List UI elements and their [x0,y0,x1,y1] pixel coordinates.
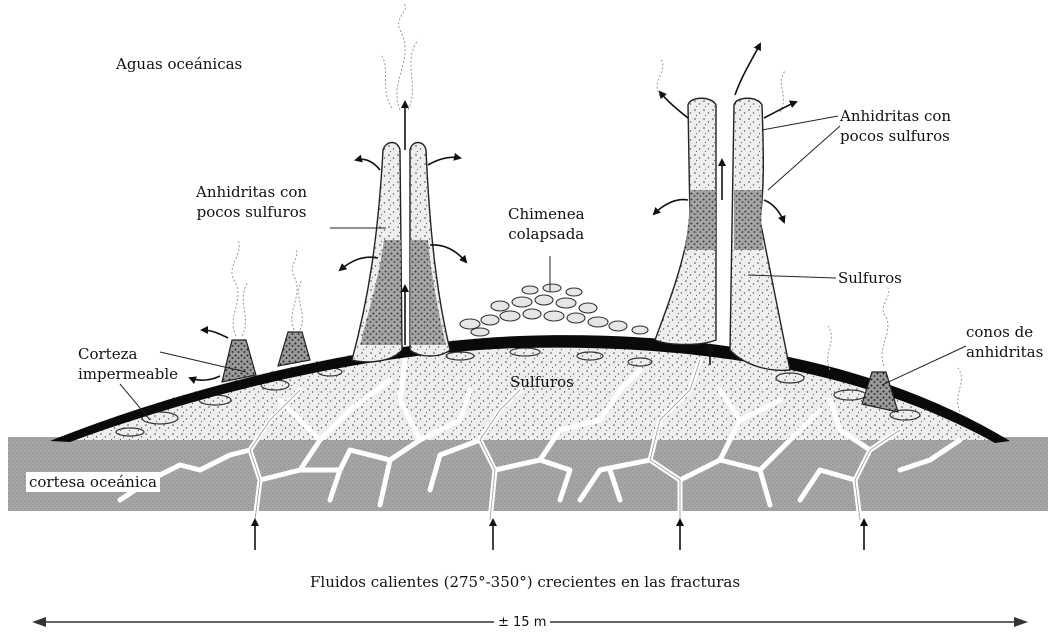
label-anhydrite-left-line2: pocos sulfuros [196,202,307,222]
label-sulfides-right: Sulfuros [838,268,902,288]
label-cones-line1: conos de [966,322,1043,342]
label-anhydrite-cones: conos de anhidritas [966,322,1043,362]
label-anhydrite-right: Anhidritas con pocos sulfuros [840,106,951,146]
label-hot-fluids: Fluidos calientes (275°-350°) crecientes… [310,572,740,592]
label-impermeable-crust: Corteza impermeable [78,344,178,384]
right-chimney [655,98,790,370]
label-anhydrite-right-line1: Anhidritas con [840,106,951,126]
label-crust-line2: impermeable [78,364,178,384]
label-cones-line2: anhidritas [966,342,1043,362]
label-sulfides-center: Sulfuros [510,372,574,392]
label-ocean-waters: Aguas oceánicas [116,54,242,74]
label-anhydrite-right-line2: pocos sulfuros [840,126,951,146]
label-crust-line1: Corteza [78,344,178,364]
collapsed-chimney-rubble [460,284,648,336]
label-scale: ± 15 m [494,613,550,633]
label-anhydrite-left-line1: Anhidritas con [196,182,307,202]
label-chimney-line1: Chimenea [508,204,585,224]
label-oceanic-crust: cortesa oceánica [26,472,160,492]
label-anhydrite-left: Anhidritas con pocos sulfuros [196,182,307,222]
label-chimney-line2: colapsada [508,224,585,244]
left-chimney [352,143,450,362]
label-collapsed-chimney: Chimenea colapsada [508,204,585,244]
